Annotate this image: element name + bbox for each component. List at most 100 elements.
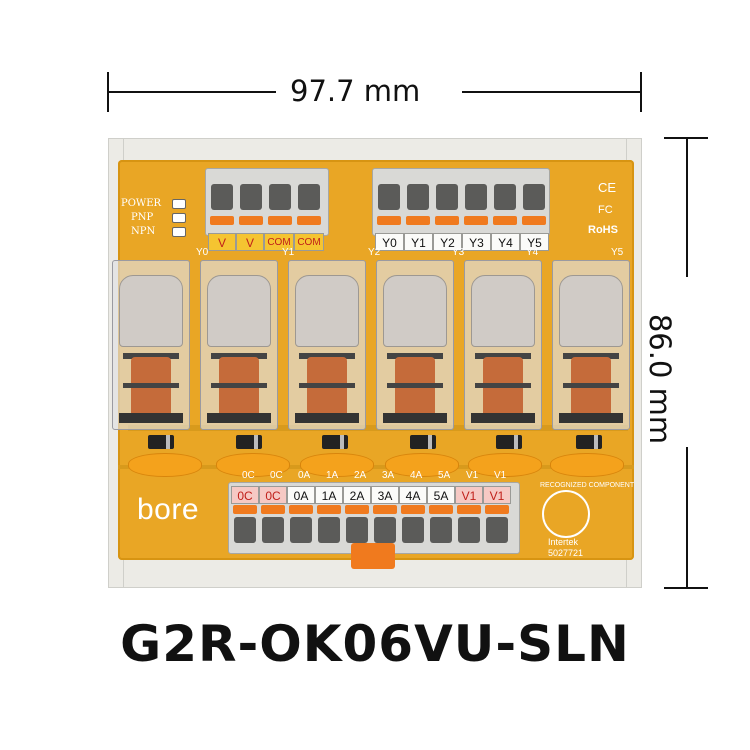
terminal-label-2a: 2A xyxy=(343,486,371,504)
height-dim-label: 86.0 mm xyxy=(643,313,677,445)
terminal-release-tab[interactable] xyxy=(435,216,459,225)
terminal-slot xyxy=(430,517,452,543)
width-dim-label: 97.7 mm xyxy=(290,74,421,108)
silk-label: 0A xyxy=(298,470,311,481)
brand-logo-text: bore xyxy=(137,493,200,526)
terminal-slot xyxy=(262,517,284,543)
silk-label: 3A xyxy=(382,470,395,481)
terminal-label-y2: Y2 xyxy=(433,233,462,251)
relay-y2 xyxy=(288,260,366,430)
model-title: G2R-OK06VU-SLN xyxy=(120,615,630,673)
height-dim-line-top xyxy=(686,137,688,277)
terminal-release-tab[interactable] xyxy=(493,216,517,225)
terminal-release-tab[interactable] xyxy=(429,505,453,514)
terminal-release-tab[interactable] xyxy=(268,216,292,225)
terminal-release-tab[interactable] xyxy=(406,216,430,225)
width-dim-right-tick xyxy=(640,72,642,112)
terminal-release-tab[interactable] xyxy=(377,216,401,225)
etl-number-text: 5027721 xyxy=(548,548,584,558)
diode xyxy=(496,435,522,449)
terminal-release-tab[interactable] xyxy=(317,505,341,514)
relay-label-y2: Y2 xyxy=(368,247,381,258)
terminal-label-v: V xyxy=(208,233,236,251)
terminal-release-tab[interactable] xyxy=(457,505,481,514)
width-dim-line-right xyxy=(462,91,640,93)
terminal-release-tab[interactable] xyxy=(261,505,285,514)
terminal-label-0a: 0A xyxy=(287,486,315,504)
terminal-label-y0: Y0 xyxy=(375,233,404,251)
terminal-slot xyxy=(465,184,487,210)
terminal-slot xyxy=(486,517,508,543)
terminal-release-tab[interactable] xyxy=(373,505,397,514)
relay-y3 xyxy=(376,260,454,430)
terminal-slot xyxy=(269,184,291,210)
terminal-release-tab[interactable] xyxy=(464,216,488,225)
terminal-slot xyxy=(374,517,396,543)
terminal-label-v1: V1 xyxy=(483,486,511,504)
silk-label: V1 xyxy=(466,470,479,481)
terminal-release-tab[interactable] xyxy=(345,505,369,514)
terminal-label-5a: 5A xyxy=(427,486,455,504)
etl-lab-text: Intertek xyxy=(548,537,579,547)
relay-y1 xyxy=(200,260,278,430)
etl-logo-icon xyxy=(542,490,590,538)
fc-mark: FC xyxy=(598,204,613,216)
relay-y5 xyxy=(552,260,630,430)
pcb-trace xyxy=(118,465,634,469)
diode xyxy=(576,435,602,449)
capacitor xyxy=(216,453,290,477)
terminal-label-com: COM xyxy=(264,233,294,251)
capacitor xyxy=(385,453,459,477)
terminal-release-tab[interactable] xyxy=(210,216,234,225)
relay-label-y0: Y0 xyxy=(196,247,209,258)
terminal-release-tab[interactable] xyxy=(485,505,509,514)
power-led xyxy=(172,199,186,209)
terminal-release-tab[interactable] xyxy=(297,216,321,225)
height-dim-bottom-tick xyxy=(664,587,708,589)
diode xyxy=(322,435,348,449)
width-dim-line-left xyxy=(108,91,276,93)
capacitor xyxy=(300,453,374,477)
relay-label-y1: Y1 xyxy=(282,247,295,258)
terminal-release-tab[interactable] xyxy=(401,505,425,514)
terminal-label-v1: V1 xyxy=(455,486,483,504)
silk-label: 2A xyxy=(354,470,367,481)
led-label-npn: NPN xyxy=(131,226,156,237)
terminal-label-4a: 4A xyxy=(399,486,427,504)
terminal-slot xyxy=(234,517,256,543)
pnp-led xyxy=(172,213,186,223)
rail-top xyxy=(108,138,642,162)
relay-y4 xyxy=(464,260,542,430)
diode xyxy=(236,435,262,449)
terminal-release-tab[interactable] xyxy=(239,216,263,225)
etl-top-text: RECOGNIZED COMPONENT xyxy=(540,482,635,489)
led-label-pnp: PNP xyxy=(131,212,154,223)
silk-label: 4A xyxy=(410,470,423,481)
terminal-slot xyxy=(436,184,458,210)
ce-mark: CE xyxy=(598,180,617,195)
terminal-slot xyxy=(378,184,400,210)
silk-label: 1A xyxy=(326,470,339,481)
terminal-slot xyxy=(290,517,312,543)
terminal-label-0c: 0C xyxy=(259,486,287,504)
terminal-label-y4: Y4 xyxy=(491,233,520,251)
silk-label: V1 xyxy=(494,470,507,481)
height-dim-line-bottom xyxy=(686,447,688,587)
terminal-slot xyxy=(402,517,424,543)
terminal-label-3a: 3A xyxy=(371,486,399,504)
terminal-slot xyxy=(298,184,320,210)
terminal-label-y5: Y5 xyxy=(520,233,549,251)
terminal-release-tab[interactable] xyxy=(522,216,546,225)
silk-label: 0C xyxy=(242,470,255,481)
terminal-release-tab[interactable] xyxy=(233,505,257,514)
terminal-label-y3: Y3 xyxy=(462,233,491,251)
terminal-slot xyxy=(523,184,545,210)
terminal-slot xyxy=(240,184,262,210)
terminal-release-tab[interactable] xyxy=(289,505,313,514)
terminal-label-y1: Y1 xyxy=(404,233,433,251)
npn-led xyxy=(172,227,186,237)
diode xyxy=(148,435,174,449)
diode xyxy=(410,435,436,449)
din-release-latch[interactable] xyxy=(351,543,395,569)
terminal-label-v: V xyxy=(236,233,264,251)
